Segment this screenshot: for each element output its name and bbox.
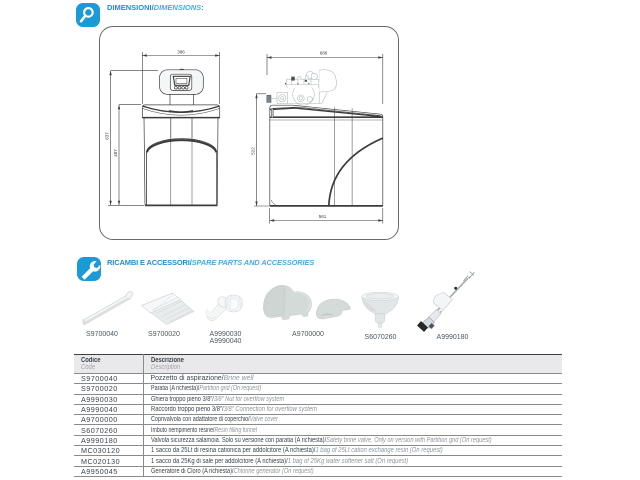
svg-text:686: 686 xyxy=(320,51,328,56)
svg-text:487: 487 xyxy=(113,149,118,157)
svg-text:522: 522 xyxy=(250,147,255,155)
svg-text:386: 386 xyxy=(177,50,185,55)
svg-text:561: 561 xyxy=(319,214,327,219)
svg-text:637: 637 xyxy=(104,132,109,140)
